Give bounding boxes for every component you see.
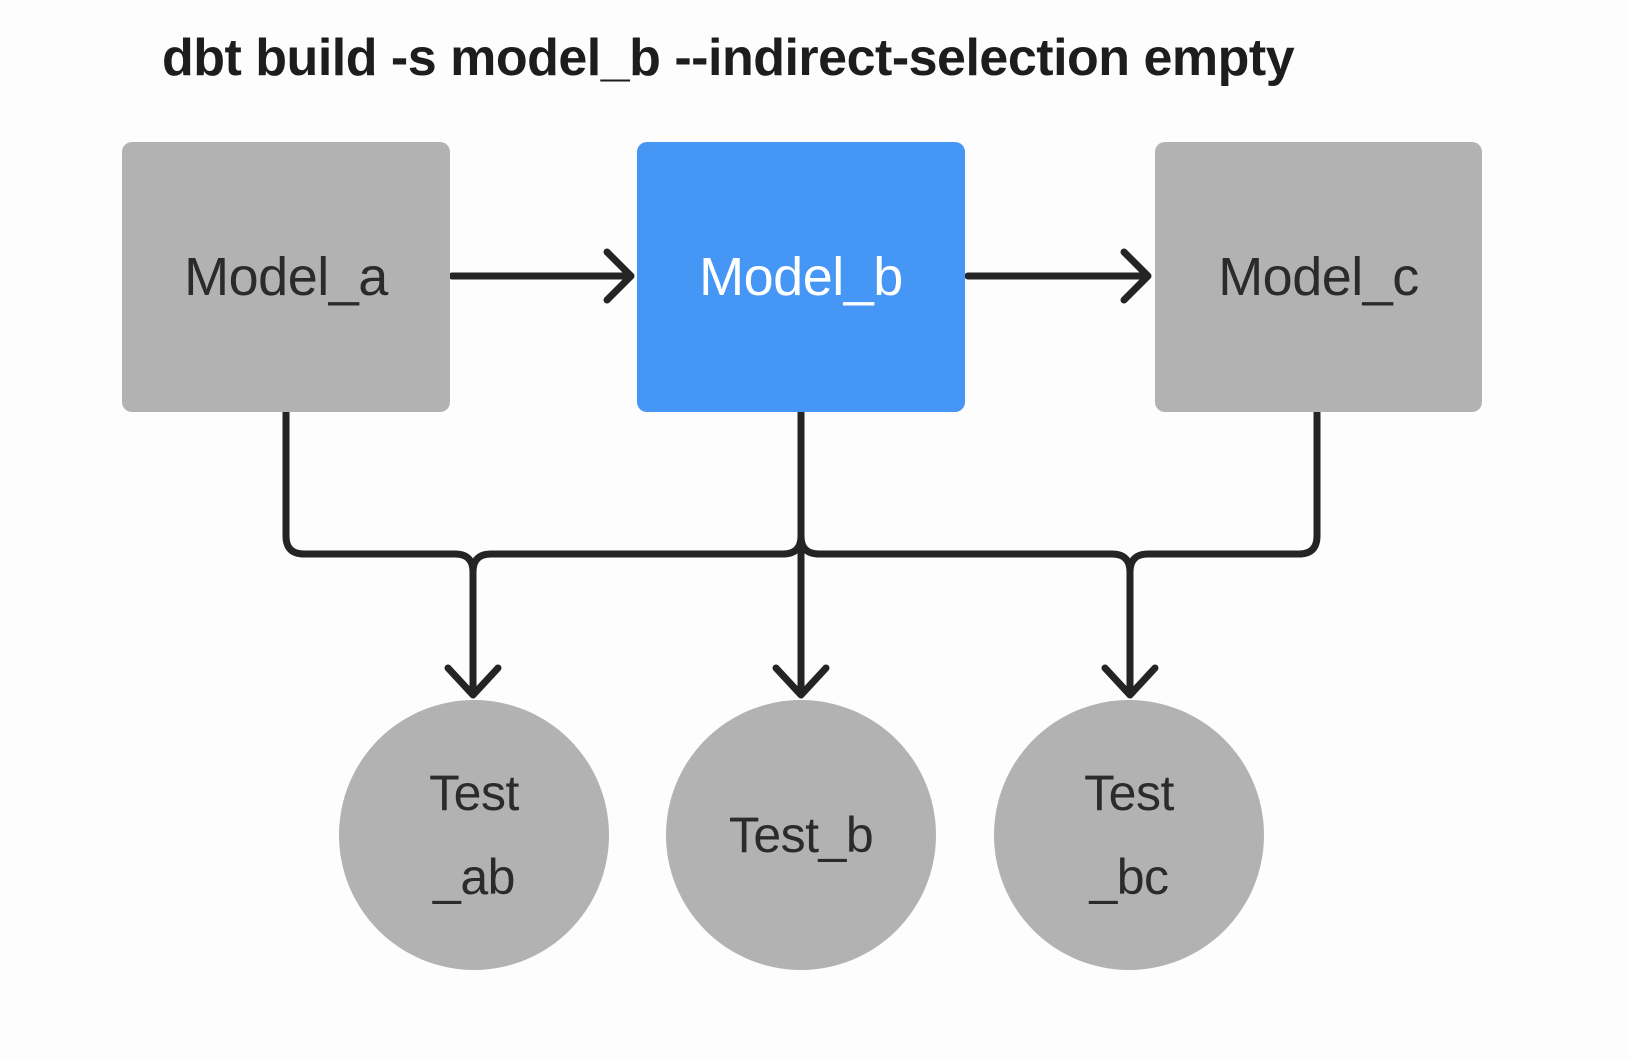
- diagram-title: dbt build -s model_b --indirect-selectio…: [162, 29, 1295, 87]
- edge-model-b-to-test-bc: [797, 408, 1159, 699]
- edge-model-b-to-test-ab: [469, 408, 805, 576]
- node-test-bc: Test _bc: [994, 700, 1264, 970]
- node-model-c: Model_c: [1155, 142, 1482, 412]
- node-test-ab: Test _ab: [339, 700, 609, 970]
- node-model-b-selected: Model_b: [637, 142, 965, 412]
- edge-model-c-to-test-bc: [1126, 408, 1321, 576]
- node-test-b-label: Test_b: [728, 807, 874, 863]
- node-test-b: Test_b: [666, 700, 936, 970]
- node-model-a-label: Model_a: [184, 247, 388, 307]
- node-model-c-label: Model_c: [1218, 247, 1419, 307]
- edge-model-a-to-model-b: [448, 248, 635, 304]
- node-test-ab-label-line2: _ab: [433, 849, 515, 905]
- node-test-bc-label-line2: _bc: [1089, 849, 1169, 905]
- node-model-b-label: Model_b: [699, 247, 903, 307]
- edge-model-a-to-test-ab: [282, 408, 502, 699]
- edge-model-b-to-test-b: [772, 408, 830, 699]
- node-model-a: Model_a: [122, 142, 450, 412]
- node-test-ab-label-line1: Test: [429, 765, 519, 821]
- edge-model-b-to-model-c: [964, 248, 1152, 304]
- node-test-bc-label-line1: Test: [1084, 765, 1174, 821]
